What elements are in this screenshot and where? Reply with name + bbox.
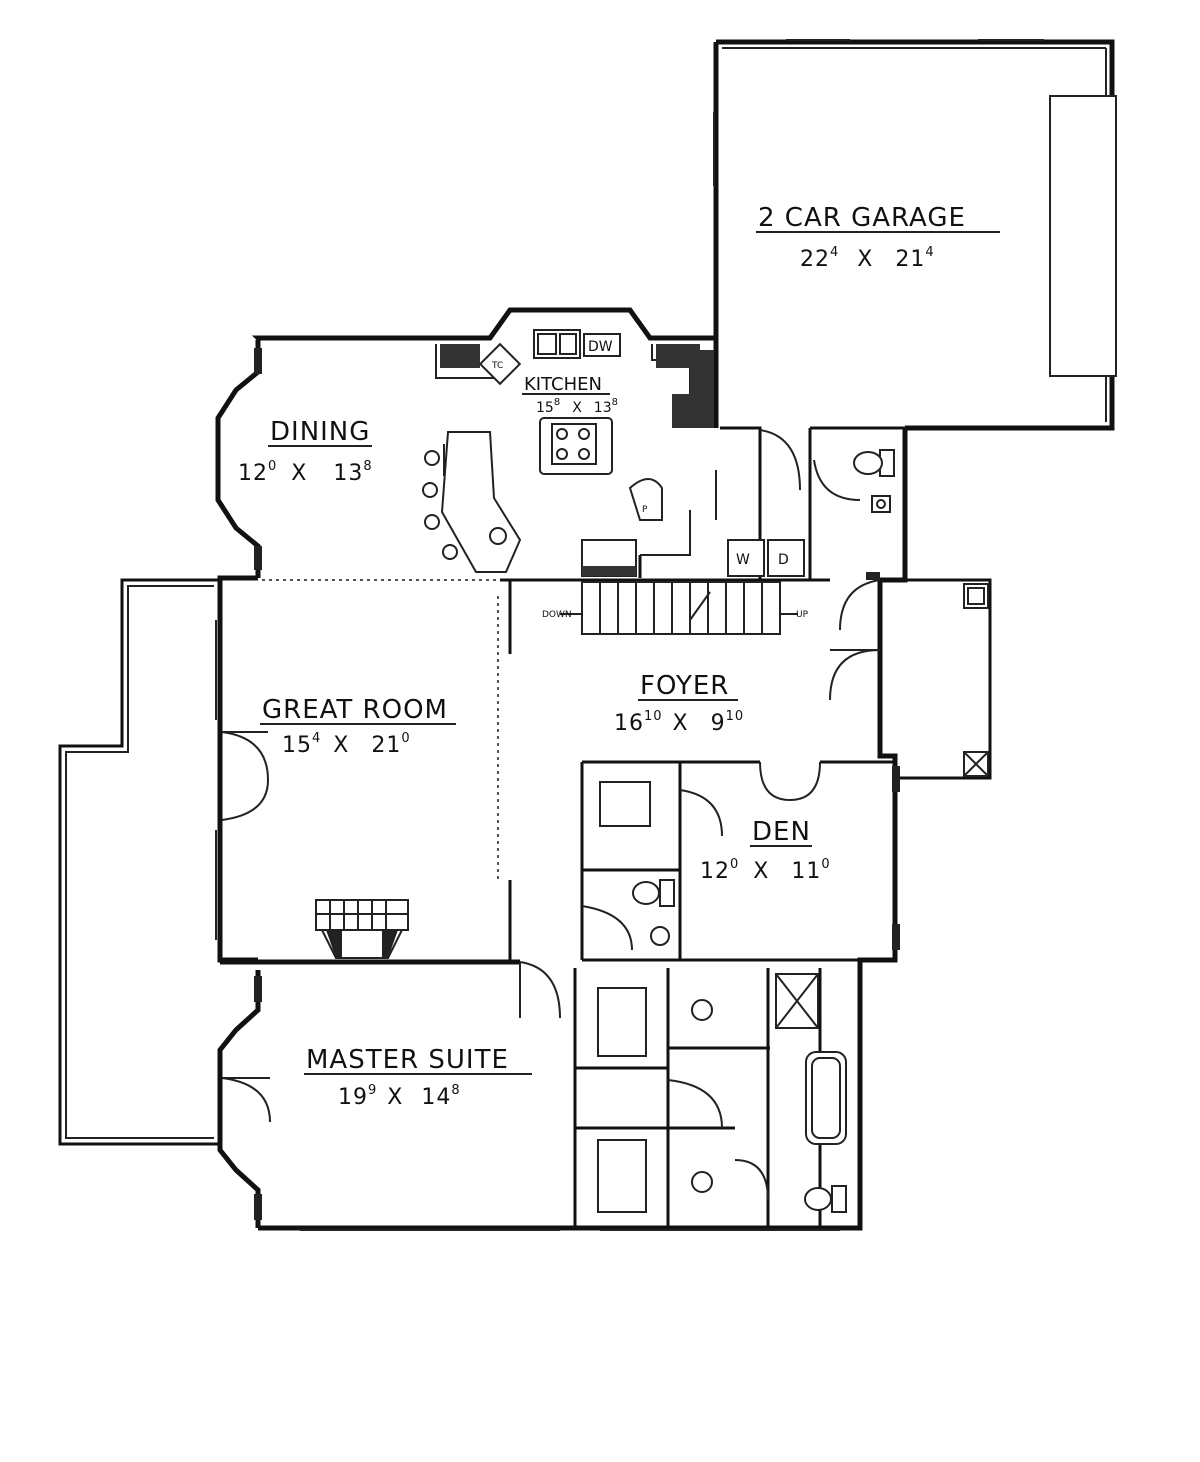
master-suite-name: MASTER SUITE <box>306 1045 509 1075</box>
foyer-name: FOYER <box>640 671 729 701</box>
trash-compactor <box>478 342 522 386</box>
bath-fixtures <box>597 449 895 1213</box>
stair-down-label: DOWN <box>542 610 572 620</box>
kitchen-name: KITCHEN <box>524 374 602 395</box>
stair: DOWN UP <box>542 581 809 635</box>
kitchen-fixtures: TC DW P W D <box>422 329 805 577</box>
garage <box>713 39 1117 431</box>
dining-name: DINING <box>270 417 370 447</box>
dw-label: DW <box>588 339 613 355</box>
dryer <box>767 539 805 577</box>
interior-walls <box>220 426 905 1228</box>
fireplace <box>315 899 409 959</box>
pantry-label: P <box>642 505 648 515</box>
doors <box>221 429 881 1201</box>
great-room-name: GREAT ROOM <box>262 695 448 725</box>
pantry <box>628 478 663 521</box>
garage-name: 2 CAR GARAGE <box>758 203 966 233</box>
stair-up-label: UP <box>796 610 809 620</box>
dishwasher <box>583 333 621 357</box>
den-name: DEN <box>752 817 811 847</box>
garage-door <box>1049 95 1117 377</box>
stair-treads <box>599 582 763 634</box>
front-porch <box>882 578 992 780</box>
deck <box>58 578 218 1146</box>
washer-label: W <box>736 552 750 568</box>
dryer-label: D <box>778 552 789 568</box>
washer <box>727 539 765 577</box>
windows <box>215 348 900 1231</box>
tc-label: TC <box>491 361 503 371</box>
